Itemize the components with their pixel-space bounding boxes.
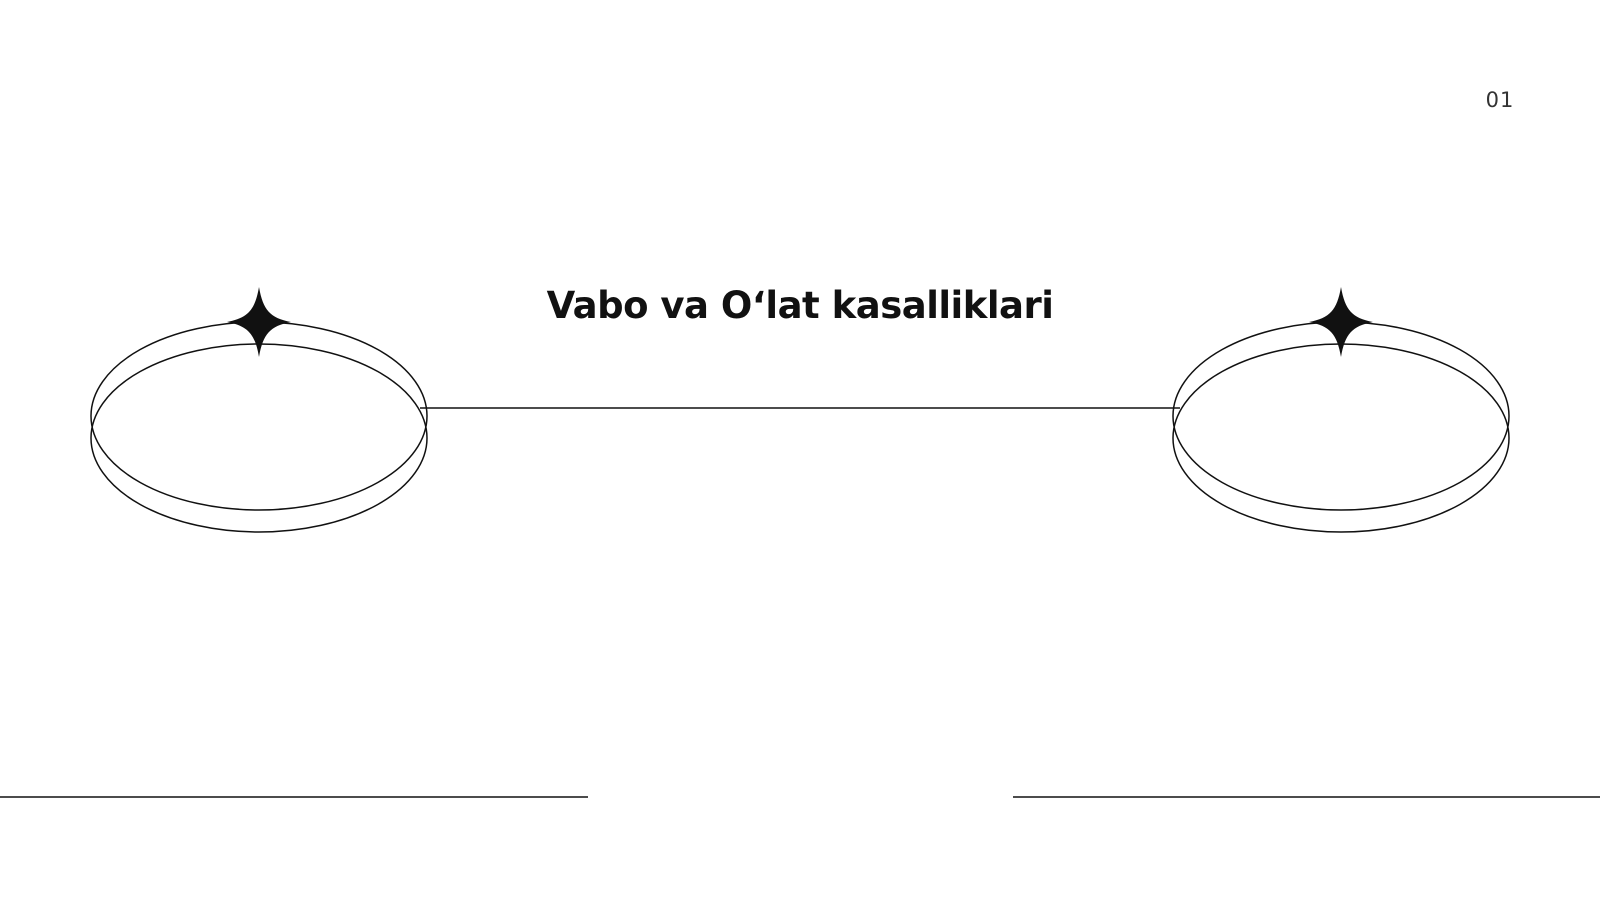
sparkle-star-icon [1309,287,1373,357]
page-number: 01 [1485,88,1515,112]
slide-title: Vabo va O‘lat kasalliklari [546,284,1054,327]
sparkle-star-icon [227,287,291,357]
